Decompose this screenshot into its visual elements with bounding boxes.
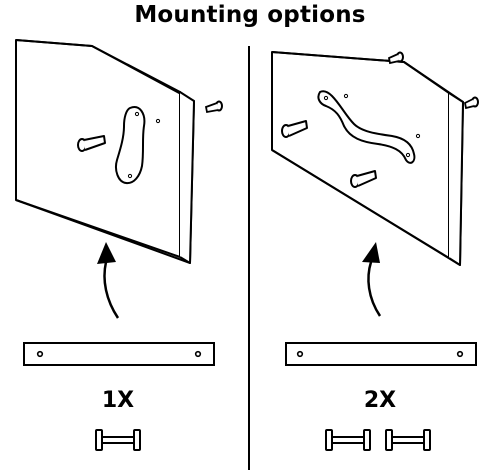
right-board xyxy=(271,51,464,266)
right-mounting-bracket xyxy=(285,342,477,366)
diagram-title: Mounting options xyxy=(134,2,366,28)
right-up-arrow xyxy=(362,242,382,317)
left-screw-front xyxy=(77,118,161,152)
left-screw-icon xyxy=(95,429,141,451)
left-screw-back xyxy=(204,100,223,114)
right-quantity-label: 2X xyxy=(363,388,397,413)
right-screw-front-upper xyxy=(281,93,349,138)
right-screw-icon-second xyxy=(385,429,431,451)
right-screw-front-lower xyxy=(350,133,421,188)
right-leather-strap xyxy=(317,90,416,164)
left-board xyxy=(15,39,195,264)
right-screw-back-lower xyxy=(463,96,479,110)
left-mounting-bracket xyxy=(23,342,215,366)
right-screw-icon-first xyxy=(325,429,371,451)
right-screw-back-upper xyxy=(387,51,404,65)
left-up-arrow xyxy=(97,242,120,319)
left-quantity-label: 1X xyxy=(101,388,135,413)
left-leather-strap xyxy=(115,106,146,185)
